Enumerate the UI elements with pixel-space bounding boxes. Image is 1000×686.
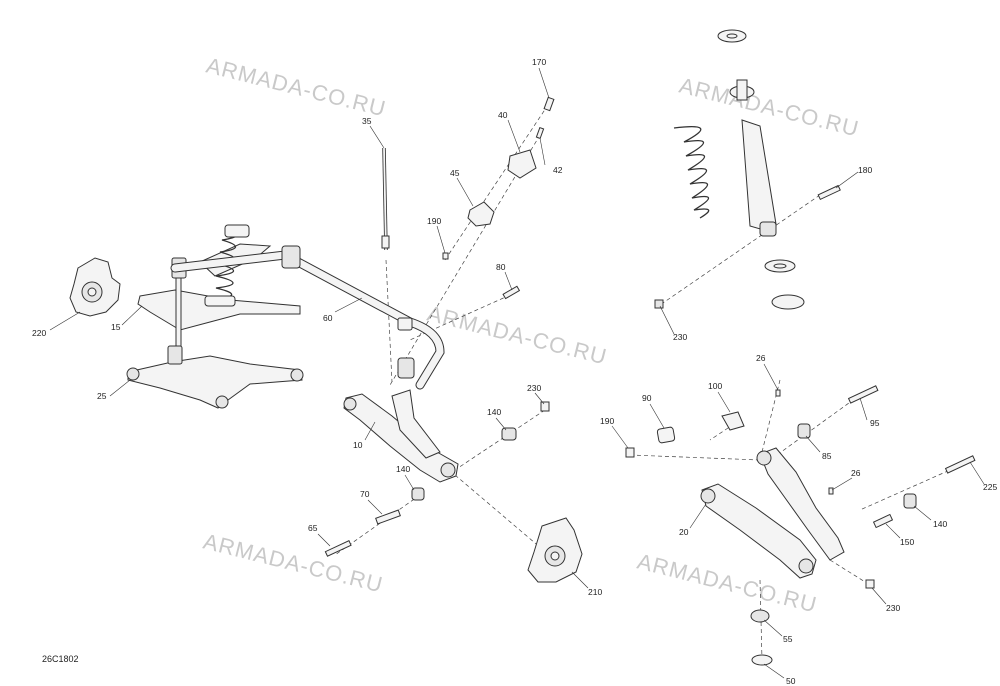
part-label-225: 225 bbox=[983, 482, 997, 492]
part-label-60: 60 bbox=[323, 313, 333, 323]
part-label-140: 140 bbox=[933, 519, 947, 529]
part-label-50: 50 bbox=[786, 676, 796, 686]
part-label-140: 140 bbox=[396, 464, 410, 474]
part-label-95: 95 bbox=[870, 418, 880, 428]
rear-shock-assembly bbox=[654, 29, 841, 310]
part-label-55: 55 bbox=[783, 634, 793, 644]
leader-lines bbox=[49, 67, 985, 679]
part-label-230: 230 bbox=[527, 383, 541, 393]
part-label-90: 90 bbox=[642, 393, 652, 403]
part-label-42: 42 bbox=[553, 165, 563, 175]
part-label-15: 15 bbox=[111, 322, 121, 332]
part-label-65: 65 bbox=[308, 523, 318, 533]
part-label-230: 230 bbox=[886, 603, 900, 613]
stabilizer-bar bbox=[170, 245, 445, 390]
watermark: ARMADA-CO.RU bbox=[677, 73, 862, 142]
part-label-20: 20 bbox=[679, 527, 689, 537]
part-label-190: 190 bbox=[427, 216, 441, 226]
lower-control-arm bbox=[324, 389, 550, 557]
trailing-arm-assembly bbox=[625, 385, 976, 666]
part-label-220: 220 bbox=[32, 328, 46, 338]
part-label-45: 45 bbox=[450, 168, 460, 178]
lower-a-arm bbox=[127, 355, 303, 409]
part-label-230: 230 bbox=[673, 332, 687, 342]
bushings bbox=[442, 96, 555, 300]
part-label-180: 180 bbox=[858, 165, 872, 175]
part-label-10: 10 bbox=[353, 440, 363, 450]
part-label-26: 26 bbox=[756, 353, 766, 363]
front-suspension-assembly bbox=[69, 224, 304, 409]
part-label-190: 190 bbox=[600, 416, 614, 426]
part-label-85: 85 bbox=[822, 451, 832, 461]
part-label-40: 40 bbox=[498, 110, 508, 120]
steering-knuckle-right bbox=[527, 517, 583, 583]
part-labels: 170 40 42 35 45 190 80 60 220 15 25 10 2… bbox=[32, 57, 997, 686]
part-label-100: 100 bbox=[708, 381, 722, 391]
watermark: ARMADA-CO.RU bbox=[425, 301, 610, 370]
part-label-80: 80 bbox=[496, 262, 506, 272]
part-label-35: 35 bbox=[362, 116, 372, 126]
part-label-140: 140 bbox=[487, 407, 501, 417]
part-label-25: 25 bbox=[97, 391, 107, 401]
link-rod bbox=[381, 147, 390, 251]
watermark: ARMADA-CO.RU bbox=[204, 53, 389, 122]
part-label-170: 170 bbox=[532, 57, 546, 67]
part-label-26: 26 bbox=[851, 468, 861, 478]
watermark: ARMADA-CO.RU bbox=[201, 529, 386, 598]
part-label-210: 210 bbox=[588, 587, 602, 597]
part-label-70: 70 bbox=[360, 489, 370, 499]
part-label-150: 150 bbox=[900, 537, 914, 547]
drawing-code: 26C1802 bbox=[42, 654, 79, 664]
